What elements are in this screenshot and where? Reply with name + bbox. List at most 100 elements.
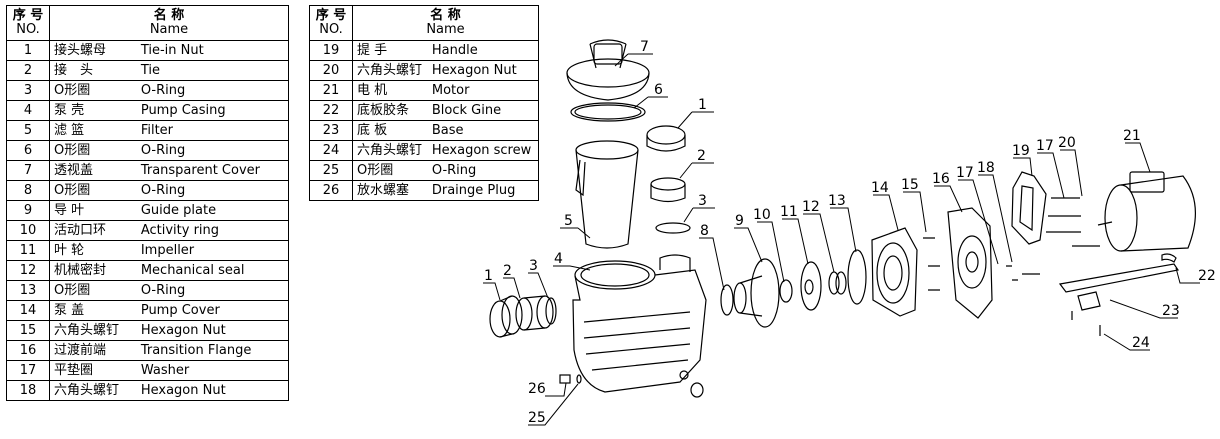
- row-number: 16: [6, 340, 50, 361]
- drain-plug-part: [559, 374, 571, 384]
- row-name-chinese: 六角头螺钉: [48, 380, 137, 401]
- callout-25: 25: [528, 410, 546, 426]
- row-name-chinese: 过渡前端: [48, 340, 137, 361]
- row-number: 8: [6, 180, 50, 201]
- impeller-part: [800, 261, 822, 311]
- row-number: 10: [6, 220, 50, 241]
- row-number: 21: [309, 80, 353, 101]
- callout-2: 2: [503, 263, 512, 279]
- row-name-chinese: 泵 盖: [48, 300, 137, 321]
- row-number: 23: [309, 120, 353, 141]
- block-strip-part: [1161, 253, 1177, 263]
- row-name-chinese: 提 手: [351, 40, 428, 61]
- o-ring-3-part: [545, 297, 557, 325]
- callout-10: 10: [753, 207, 771, 223]
- hexagon-screws-24-part: [1071, 311, 1101, 336]
- callout-19: 19: [1012, 143, 1030, 159]
- row-name-english: Base: [427, 120, 539, 141]
- row-name-chinese: 导 叶: [48, 200, 137, 221]
- row-number: 18: [6, 380, 50, 401]
- row-number: 24: [309, 140, 353, 161]
- row-name-chinese: 六角头螺钉: [351, 60, 428, 81]
- row-name-chinese: 放水螺塞: [351, 180, 428, 201]
- callout-3-top: 3: [698, 193, 707, 209]
- callout-16: 16: [932, 171, 950, 187]
- callout-6: 6: [654, 82, 663, 98]
- o-ring-8-part: [720, 284, 734, 316]
- header-no-en: NO.: [16, 22, 40, 37]
- row-name-english: O-Ring: [136, 80, 289, 101]
- mechanical-seal-part: [828, 271, 847, 295]
- row-name-chinese: O形圈: [48, 80, 137, 101]
- callout-17: 17: [1036, 138, 1054, 154]
- callout-26: 26: [528, 381, 546, 397]
- row-number: 12: [6, 260, 50, 281]
- row-number: 2: [6, 60, 50, 81]
- row-name-chinese: O形圈: [48, 140, 137, 161]
- row-name-chinese: 底板胶条: [351, 100, 428, 121]
- row-name-chinese: 电 机: [351, 80, 428, 101]
- row-name-chinese: 活动口环: [48, 220, 137, 241]
- row-name-english: Filter: [136, 120, 289, 141]
- o-ring-6-part: [570, 102, 646, 122]
- callout-14: 14: [871, 180, 889, 196]
- callout-7: 7: [640, 39, 649, 55]
- row-name-chinese: 六角头螺钉: [351, 140, 428, 161]
- row-name-english: O-Ring: [136, 140, 289, 161]
- row-number: 3: [6, 80, 50, 101]
- header-no-zh: 序 号: [315, 8, 347, 23]
- row-number: 4: [6, 100, 50, 121]
- callout-1: 1: [484, 268, 493, 284]
- tie-top-part: [650, 177, 686, 203]
- row-name-chinese: 泵 壳: [48, 100, 137, 121]
- callout-5: 5: [564, 213, 573, 229]
- tie-in-nut-top-part: [646, 125, 686, 152]
- washers-nuts-part: [1006, 265, 1040, 281]
- row-number: 5: [6, 120, 50, 141]
- row-number: 20: [309, 60, 353, 81]
- header-name-zh: 名 称: [153, 8, 185, 23]
- hexagon-bolts-15-part: [923, 237, 940, 291]
- row-name-english: Washer: [136, 360, 289, 381]
- exploded-pump-diagram: 7 6 1 2 3 5 1 2 3 4 8 9 10 11 12 13 14 1…: [483, 39, 1216, 426]
- tie-part: [515, 295, 554, 331]
- callout-13: 13: [828, 193, 846, 209]
- base-part: [1058, 263, 1179, 311]
- row-name-english: Drainge Plug: [427, 180, 539, 201]
- row-name-chinese: 平垫圈: [48, 360, 137, 381]
- row-number: 25: [309, 160, 353, 181]
- callout-11: 11: [780, 204, 798, 220]
- callout-22: 22: [1198, 268, 1216, 284]
- activity-ring-part: [779, 279, 793, 303]
- callout-3: 3: [529, 258, 538, 274]
- callout-1-top: 1: [698, 97, 707, 113]
- row-name-english: Tie: [136, 60, 289, 81]
- row-name-english: Hexagon Nut: [427, 60, 539, 81]
- o-ring-13-part: [847, 249, 867, 305]
- row-name-english: Guide plate: [136, 200, 289, 221]
- callout-9: 9: [735, 213, 744, 229]
- row-number: 14: [6, 300, 50, 321]
- row-name-chinese: 滤 篮: [48, 120, 137, 141]
- header-no-en: NO.: [319, 22, 343, 37]
- callout-21: 21: [1123, 128, 1141, 144]
- row-name-english: Pump Casing: [136, 100, 289, 121]
- row-name-chinese: O形圈: [48, 280, 137, 301]
- callout-12: 12: [802, 199, 820, 215]
